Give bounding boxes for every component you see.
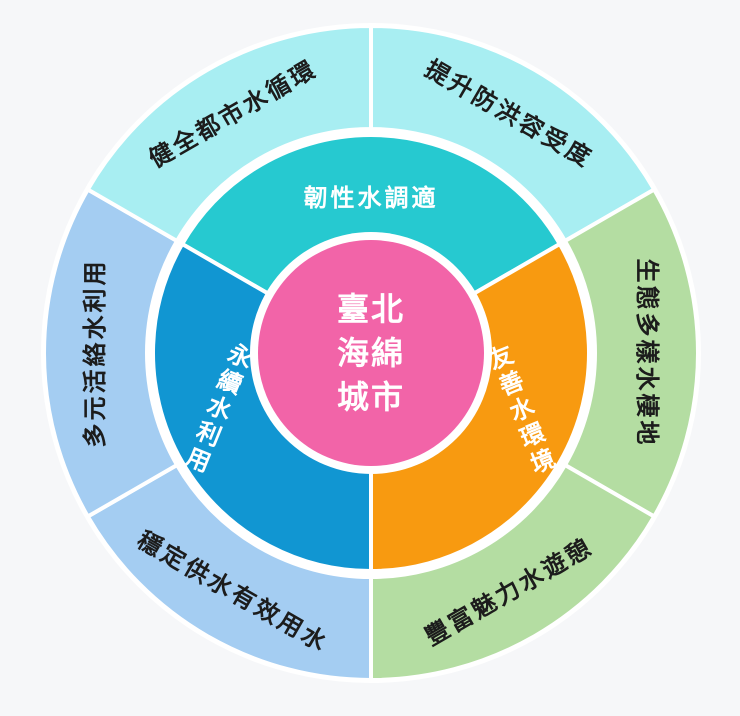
- inner-label-resilience: 韌性水調適: [304, 184, 439, 212]
- outer-label-eco: 生態多樣水棲地: [633, 259, 661, 448]
- outer-label-multi: 多元活絡水利用: [81, 259, 109, 448]
- outer-ring: 提升防洪容受度生態多樣水棲地豐富魅力水遊憩穩定供水有效用水多元活絡水利用健全都市…: [42, 23, 700, 683]
- center-title-line-3: 城市: [337, 378, 405, 416]
- outer-segment-cycle: [85, 23, 373, 244]
- center-circle: [258, 240, 484, 466]
- center-title-line-1: 臺北: [337, 290, 405, 328]
- center-title-line-2: 海綿: [337, 334, 405, 372]
